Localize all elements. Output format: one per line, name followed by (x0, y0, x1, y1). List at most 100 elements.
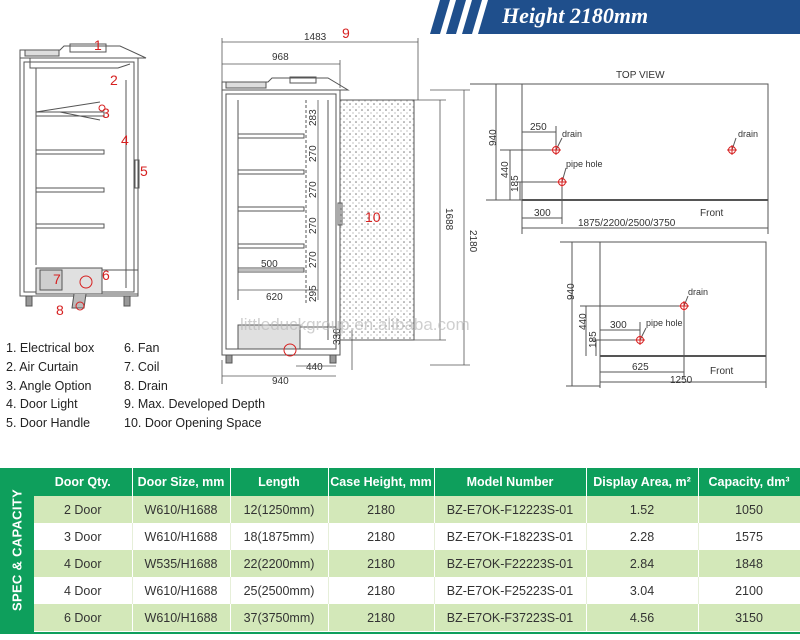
callout-1: 1 (94, 37, 102, 53)
tv2-pipe-hole: pipe hole (646, 318, 683, 328)
cell-display-area: 2.28 (586, 523, 699, 550)
top-view-1-drawing (470, 83, 769, 234)
tv1-drain-y: 440 (500, 161, 511, 178)
callout-10: 10 (365, 209, 381, 225)
cell-length: 12(1250mm) (230, 496, 329, 523)
dim-shelf-gap-6: 295 (308, 285, 319, 302)
cell-display-area: 4.56 (586, 604, 699, 631)
top-view-1-labels: 940 440 185 250 300 1875/2200/2500/3750 … (488, 122, 758, 229)
callout-6: 6 (102, 267, 110, 283)
cell-display-area: 3.04 (586, 577, 699, 604)
cell-case-height: 2180 (328, 496, 435, 523)
dim-shelf-gap-4: 270 (308, 217, 319, 234)
callout-9: 9 (342, 25, 350, 41)
technical-drawing: 1 2 3 4 5 6 7 8 10 (19, 25, 769, 388)
tv2-drain-y: 440 (578, 313, 589, 330)
tv2-drain-x: 625 (632, 362, 649, 373)
callout-3: 3 (102, 105, 110, 121)
legend-item: 2. Air Curtain (6, 359, 79, 374)
cell-door-qty: 4 Door (34, 550, 133, 577)
header-case-height: Case Height, mm (328, 468, 435, 496)
dim-shelf-gap-5: 270 (308, 251, 319, 268)
legend-item: 8. Drain (124, 378, 168, 393)
cell-model-number: BZ-E7OK-F18223S-01 (434, 523, 587, 550)
tv1-depth: 940 (488, 129, 499, 146)
tv2-length: 1250 (670, 375, 693, 386)
cell-case-height: 2180 (328, 550, 435, 577)
cell-length: 22(2200mm) (230, 550, 329, 577)
spec-header-row: Door Qty. Door Size, mm Length Case Heig… (34, 468, 800, 496)
tv1-drain-x: 250 (530, 122, 547, 133)
cell-door-qty: 6 Door (34, 604, 133, 631)
cell-door-size: W610/H1688 (132, 496, 231, 523)
legend-column-1: 1. Electrical box 2. Air Curtain 3. Angl… (6, 339, 94, 433)
legend-item: 4. Door Light (6, 397, 78, 412)
cell-capacity: 1050 (698, 496, 800, 523)
front-view-dim-labels: 1483 9 968 2180 1688 283 270 270 270 270… (261, 25, 478, 387)
legend-item: 5. Door Handle (6, 416, 91, 431)
legend-item: 6. Fan (124, 341, 160, 355)
tv2-front: Front (710, 366, 734, 377)
legend-item: 1. Electrical box (6, 341, 95, 355)
dim-shelf-depth: 500 (261, 259, 278, 270)
cell-display-area: 2.84 (586, 550, 699, 577)
cell-capacity: 1848 (698, 550, 800, 577)
dim-door-height: 1688 (443, 208, 454, 231)
dim-shelf-gap-2: 270 (308, 145, 319, 162)
dim-base-height: 330 (332, 328, 343, 345)
side-view-callouts: 1 2 3 4 5 6 7 8 (53, 37, 148, 318)
cell-door-qty: 4 Door (34, 577, 133, 604)
cell-length: 18(1875mm) (230, 523, 329, 550)
table-row: 2 Door W610/H1688 12(1250mm) 2180 BZ-E7O… (34, 496, 800, 523)
cell-door-size: W610/H1688 (132, 523, 231, 550)
banner-title: Height 2180mm (502, 3, 649, 28)
cell-case-height: 2180 (328, 577, 435, 604)
watermark: littleduckgroup.en.alibaba.com (240, 315, 470, 334)
tv2-drain: drain (688, 287, 708, 297)
table-row: 4 Door W535/H1688 22(2200mm) 2180 BZ-E7O… (34, 550, 800, 577)
dim-total-depth: 1483 (304, 32, 327, 43)
table-row: 4 Door W610/H1688 25(2500mm) 2180 BZ-E7O… (34, 577, 800, 604)
top-view-label: TOP VIEW (616, 70, 665, 81)
legend-item: 10. Door Opening Space (124, 416, 262, 431)
banner-background (430, 0, 800, 34)
cell-case-height: 2180 (328, 604, 435, 631)
dim-case-depth: 968 (272, 52, 289, 63)
cell-capacity: 2100 (698, 577, 800, 604)
spec-side-label: SPEC & CAPACITY (0, 468, 34, 632)
cell-model-number: BZ-E7OK-F37223S-01 (434, 604, 587, 631)
door-opening-space (339, 99, 415, 341)
cell-model-number: BZ-E7OK-F22223S-01 (434, 550, 587, 577)
cell-door-size: W535/H1688 (132, 550, 231, 577)
top-view-2-drawing (560, 241, 767, 388)
table-row: 3 Door W610/H1688 18(1875mm) 2180 BZ-E7O… (34, 523, 800, 550)
legend-item: 9. Max. Developed Depth (124, 397, 266, 412)
tv1-drain-right: drain (738, 129, 758, 139)
callout-8: 8 (56, 302, 64, 318)
cell-display-area: 1.52 (586, 496, 699, 523)
cell-model-number: BZ-E7OK-F12223S-01 (434, 496, 587, 523)
table-row: 6 Door W610/H1688 37(3750mm) 2180 BZ-E7O… (34, 604, 800, 631)
top-view-2-labels: 940 440 185 300 625 1250 drain pipe hole… (566, 283, 734, 386)
header-display-area: Display Area, m² (586, 468, 699, 496)
dim-bottom-depth: 620 (266, 292, 283, 303)
callout-4: 4 (121, 132, 129, 148)
tv1-pipe-y: 185 (510, 175, 521, 192)
header-length: Length (230, 468, 329, 496)
tv2-depth: 940 (566, 283, 577, 300)
tv2-pipe-y: 185 (588, 331, 599, 348)
front-view-drawing (221, 76, 350, 364)
tv2-pipe-x: 300 (610, 320, 627, 331)
cell-length: 37(3750mm) (230, 604, 329, 631)
dim-height: 2180 (467, 230, 478, 253)
dim-shelf-gap-1: 283 (308, 109, 319, 126)
tv1-pipe-x: 300 (534, 208, 551, 219)
spec-table: Door Qty. Door Size, mm Length Case Heig… (34, 468, 800, 631)
tv1-drain-left: drain (562, 129, 582, 139)
dim-shelf-gap-3: 270 (308, 181, 319, 198)
legend-item: 3. Angle Option (6, 378, 92, 393)
cell-capacity: 1575 (698, 523, 800, 550)
dim-base-depth: 940 (272, 376, 289, 387)
callout-2: 2 (110, 72, 118, 88)
tv1-front: Front (700, 208, 724, 219)
